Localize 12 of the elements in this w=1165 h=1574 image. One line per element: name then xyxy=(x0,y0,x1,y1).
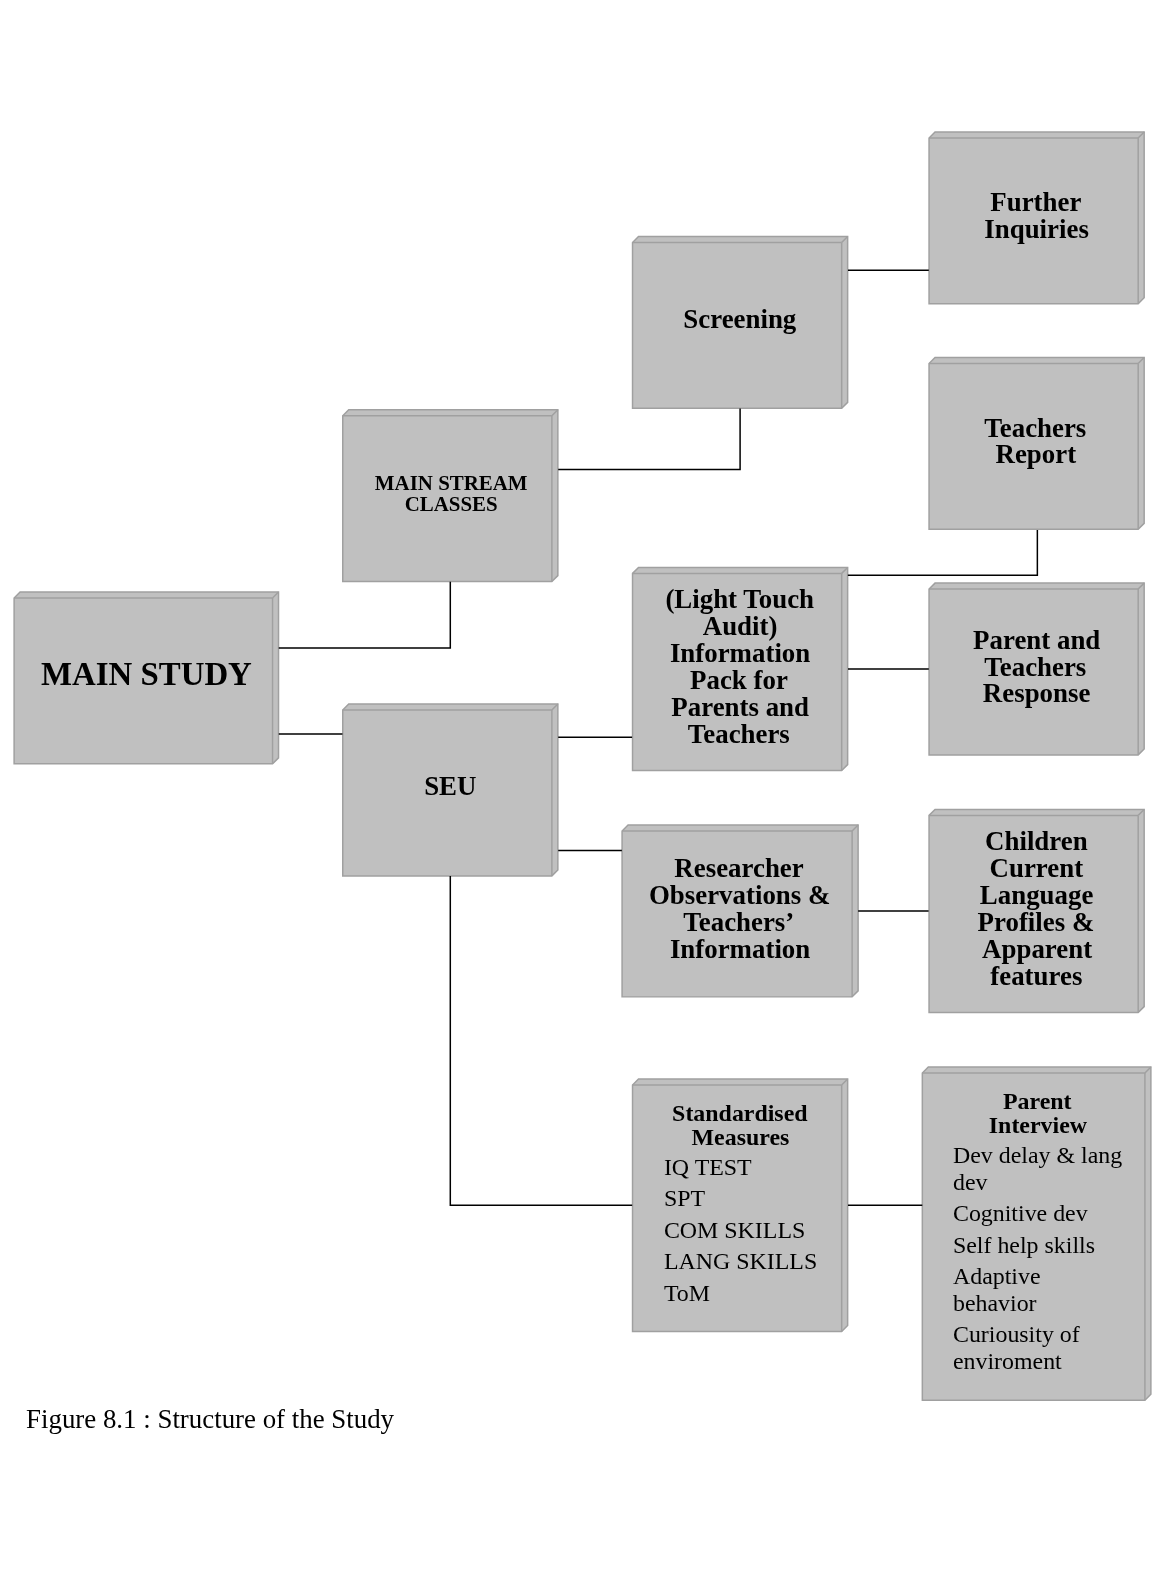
connector xyxy=(278,733,344,735)
connector xyxy=(847,269,930,271)
connector xyxy=(278,580,452,649)
connector xyxy=(847,668,930,670)
connector xyxy=(847,1204,924,1206)
connector xyxy=(557,407,741,471)
connector xyxy=(557,849,623,852)
connector xyxy=(857,910,930,912)
connector xyxy=(449,875,633,1206)
connector xyxy=(557,736,633,739)
caption: Figure 8.1 : Structure of the Study xyxy=(26,1403,395,1434)
connector xyxy=(847,529,1039,576)
